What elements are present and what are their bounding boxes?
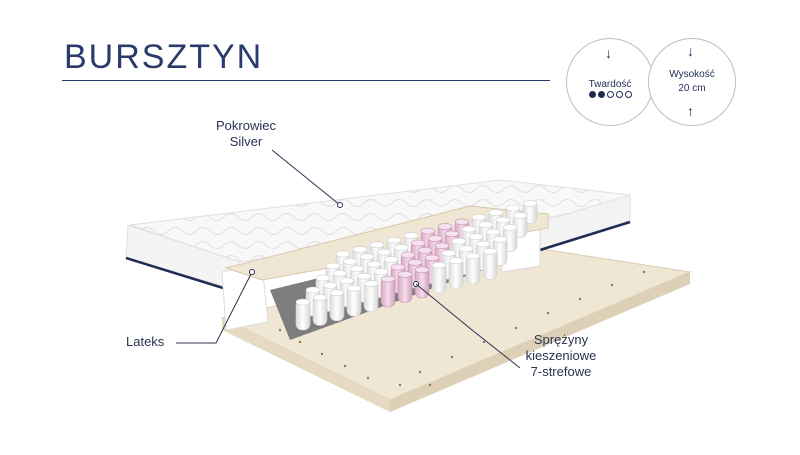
spring-top [400,251,416,259]
spring-top [380,275,396,283]
spring-top [495,216,511,224]
spring-top [468,233,484,240]
spring-top [505,204,521,212]
spring-top [431,261,447,269]
callout-lines [176,149,521,369]
spring-top [339,277,355,285]
spring-top [363,280,379,287]
title-underline [62,80,550,81]
spring-top [458,245,474,252]
spring-top [444,230,460,238]
cover-label-line2: Silver [229,134,263,149]
spring-top [427,235,443,242]
spring-top [373,268,389,275]
spring-top [454,218,470,226]
spring-top [397,271,413,278]
spring-top [424,254,440,262]
firmness-badge: ↓ Twardość [566,38,654,126]
spring-top [492,236,508,243]
height-badge: ↓ Wysokość 20 cm ↑ [648,38,736,126]
spring-top [322,282,338,289]
spring-top [478,221,494,228]
spring-top [312,294,328,301]
spring-top [485,228,501,236]
spring-top [383,256,399,263]
spring-top [390,263,406,271]
height-value: 20 cm [678,83,706,94]
spring-top [420,227,436,235]
arrow-up-icon: ↑ [687,103,694,119]
height-label: Wysokość [669,69,715,80]
spring-top [386,236,402,244]
spring-top [346,284,362,292]
springs-label-line1: Sprężyny [533,332,589,347]
firmness-dot-filled [588,91,596,98]
spring-top [403,232,419,239]
spring-top [451,237,467,245]
latex-callout: Lateks [126,334,165,349]
spring-top [335,250,351,258]
spring-top [369,241,385,249]
springs-label-line3: 7-strefowe [530,364,592,379]
arrow-down-icon: ↓ [687,43,694,59]
spring-top [329,289,345,297]
firmness-label: Twardość [588,79,632,90]
firmness-dot-empty [606,91,614,98]
spring-top [437,223,453,230]
spring-top [448,257,464,264]
spring-top [325,262,341,270]
spring-top [376,248,392,256]
spring-top [356,272,372,280]
spring-top [393,244,409,251]
spring-top [417,247,433,254]
spring-top [349,265,365,273]
cover-callout: Pokrowiec Silver [196,118,296,150]
spring-top [315,274,331,282]
spring-top [471,213,487,221]
spring-top [434,242,450,250]
spring-top [342,258,358,265]
springs-label-line2: kieszeniowe [525,348,597,363]
arrow-down-icon: ↓ [605,45,612,61]
latex-layer [220,247,692,412]
spring-top [295,298,311,306]
spring-top [410,239,426,247]
spring-top [441,249,457,257]
spring-top [352,246,368,253]
spring-top [305,286,321,294]
spring-top [366,260,382,268]
spring-top [488,209,504,216]
pocket-springs [295,200,538,331]
spring-top [502,224,518,231]
spring-top [522,200,538,207]
firmness-dot-filled [597,91,605,98]
spring-top [482,248,498,255]
product-title: BURSZTYN [64,38,264,76]
firmness-dots [567,91,653,98]
springs-callout: Sprężyny kieszeniowe 7-strefowe [506,332,616,380]
spring-top [332,270,348,277]
cover-label-line1: Pokrowiec [216,118,276,133]
spring-top [475,240,491,248]
spring-top [465,252,481,260]
spring-top [407,259,423,266]
spring-top [512,212,528,219]
spring-top [414,266,430,274]
mattress-cover [125,179,632,294]
spring-top [359,253,375,261]
spring-top [461,225,477,233]
firmness-dot-empty [624,91,632,98]
firmness-dot-empty [615,91,623,98]
